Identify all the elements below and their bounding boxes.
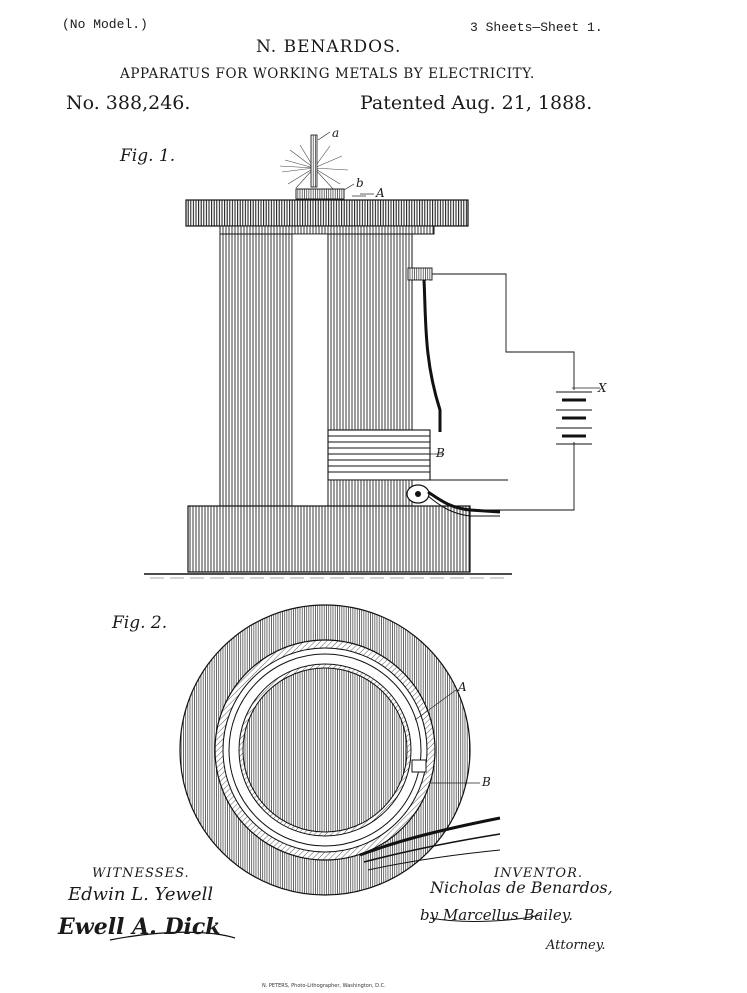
patent-title: APPARATUS FOR WORKING METALS BY ELECTRIC… xyxy=(120,66,535,82)
label-A-fig2: A xyxy=(458,680,467,694)
witnesses-heading: WITNESSES. xyxy=(92,866,190,881)
witness2-flourish xyxy=(109,931,236,941)
label-B-fig2: B xyxy=(482,775,491,789)
no-model-note: (No Model.) xyxy=(62,17,148,32)
fig2-plan-drawing xyxy=(179,604,501,896)
witness2-signature: Ewell A. Dick xyxy=(58,914,221,940)
inventor-signature: Nicholas de Benardos, xyxy=(430,878,613,897)
battery-cells xyxy=(556,391,592,445)
label-a: a xyxy=(332,126,340,140)
inventor-heading: INVENTOR. xyxy=(494,866,584,881)
fig1-label: Fig. 1. xyxy=(120,146,176,166)
patent-number: No. 388,246. xyxy=(66,92,191,114)
label-X: X xyxy=(598,381,607,395)
label-A-fig1: A xyxy=(376,186,385,200)
attorney-caption: Attorney. xyxy=(546,938,606,953)
witness1-signature: Edwin L. Yewell xyxy=(68,884,214,905)
fig1-spool-drawing xyxy=(144,131,600,579)
inventor-name: N. BENARDOS. xyxy=(256,37,402,57)
attorney-flourish xyxy=(429,914,541,922)
attorney-signature: by Marcellus Bailey. xyxy=(420,906,574,924)
label-B-fig1: B xyxy=(436,446,445,460)
lithographer-imprint: N. PETERS, Photo-Lithographer, Washingto… xyxy=(262,983,386,989)
sheet-count: 3 Sheets—Sheet 1. xyxy=(470,20,603,35)
fig2-label: Fig. 2. xyxy=(112,613,168,633)
label-b: b xyxy=(356,176,364,190)
coil-windings xyxy=(327,429,431,481)
patent-date: Patented Aug. 21, 1888. xyxy=(360,92,593,114)
